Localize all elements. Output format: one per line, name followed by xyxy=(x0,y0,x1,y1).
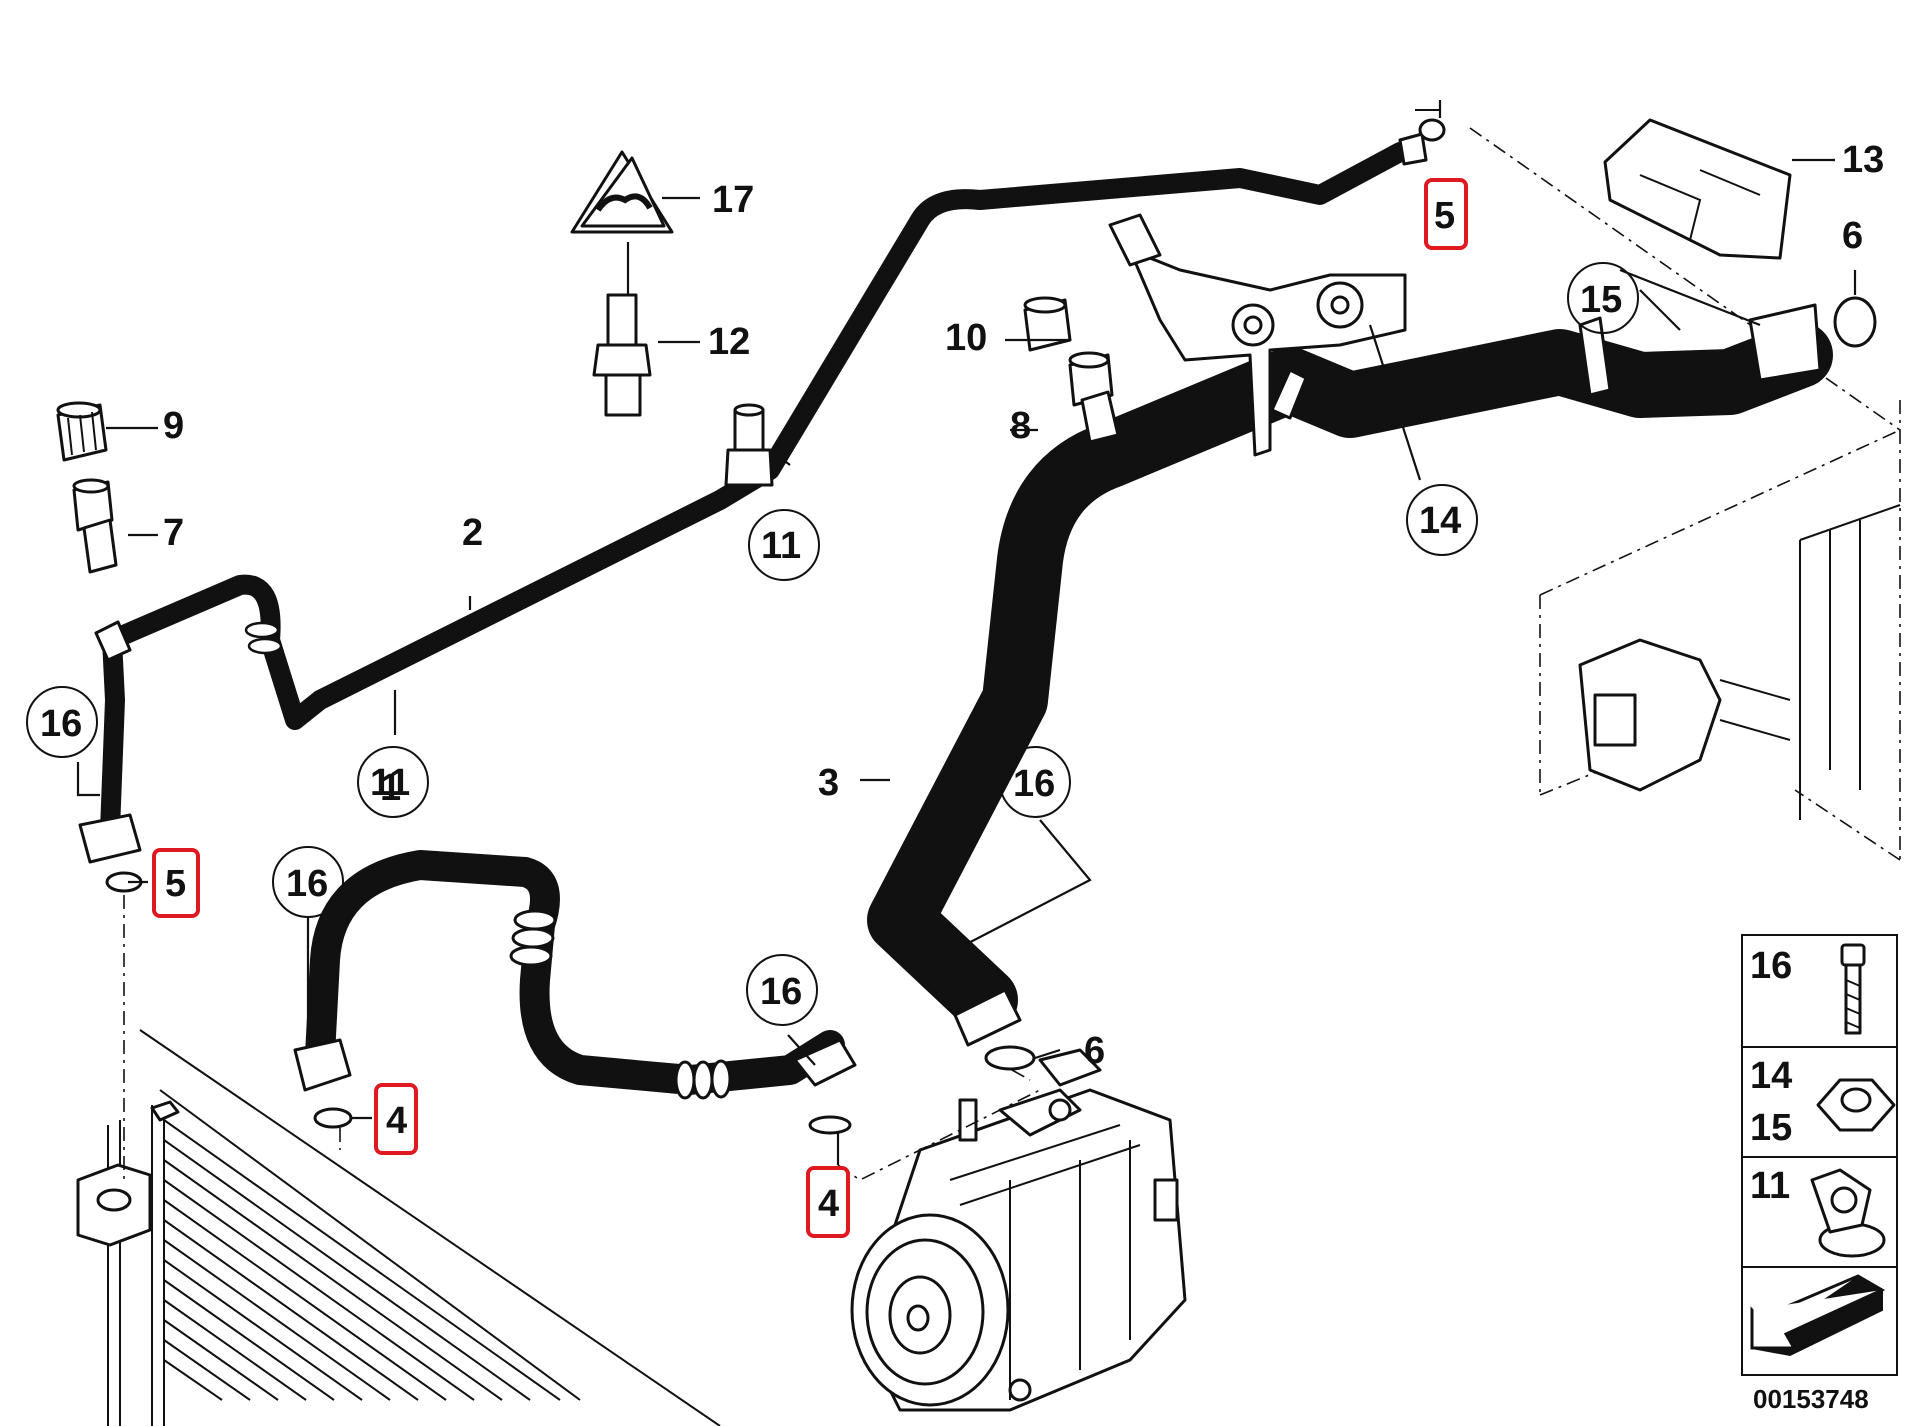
callout-11-lower: 11 xyxy=(370,762,410,804)
bolt-icon xyxy=(1840,943,1866,1035)
callout-11-upper: 11 xyxy=(761,525,801,567)
condenser xyxy=(76,1029,721,1426)
highlight-4-center xyxy=(806,1166,850,1238)
circled-callouts xyxy=(26,262,1639,1026)
callout-6-center: 6 xyxy=(1084,1030,1105,1072)
callout-3: 3 xyxy=(818,762,839,804)
diagram-number: 00153748 xyxy=(1753,1384,1869,1414)
clip-icon xyxy=(1810,1168,1886,1258)
callout-8: 8 xyxy=(1010,405,1031,447)
callout-16-center: 16 xyxy=(760,971,802,1013)
callout-2: 2 xyxy=(462,512,483,554)
callout-1: 1 xyxy=(380,767,401,809)
legend-label-15: 15 xyxy=(1750,1107,1792,1149)
callout-9: 9 xyxy=(163,405,184,447)
legend-label-14: 14 xyxy=(1750,1055,1792,1097)
highlight-4-left xyxy=(374,1083,418,1155)
part-12-pressure-sensor xyxy=(592,293,652,417)
callout-16-left: 16 xyxy=(40,703,82,745)
leader-lines xyxy=(76,100,1857,1181)
labels: 1 2 3 4 4 5 5 6 6 7 8 9 10 11 11 12 13 1… xyxy=(40,139,1884,1414)
callout-4-center: 4 xyxy=(818,1183,839,1225)
valve-block-detail xyxy=(1469,127,1901,861)
callout-6-right: 6 xyxy=(1842,215,1863,257)
nut-icon xyxy=(1816,1078,1896,1132)
legend-label-11: 11 xyxy=(1750,1165,1790,1207)
callout-14: 14 xyxy=(1419,500,1461,542)
callout-12: 12 xyxy=(708,321,750,363)
callout-13: 13 xyxy=(1842,139,1884,181)
callout-5-top: 5 xyxy=(1434,195,1455,237)
highlight-5-left xyxy=(152,848,200,918)
part-9-cap xyxy=(56,401,108,462)
service-valve xyxy=(724,403,774,487)
bracket-assembly xyxy=(1108,213,1407,457)
callout-4-left: 4 xyxy=(386,1100,407,1142)
callout-17: 17 xyxy=(712,179,754,221)
part-10-cap xyxy=(1023,296,1072,352)
legend-label-16: 16 xyxy=(1750,945,1792,987)
o-rings xyxy=(105,118,1877,1135)
highlight-5-top xyxy=(1424,178,1468,250)
highlight-boxes xyxy=(152,178,1468,1238)
callout-15: 15 xyxy=(1580,279,1622,321)
callout-5-left: 5 xyxy=(165,863,186,905)
part-8-valve xyxy=(1068,351,1120,444)
compressor xyxy=(850,1048,1187,1412)
callout-16-right: 16 xyxy=(1013,763,1055,805)
callout-10: 10 xyxy=(945,317,987,359)
part-17-warning-label xyxy=(570,150,674,234)
hose-3 xyxy=(867,303,1833,1047)
part-7-valve xyxy=(72,478,118,574)
callout-7: 7 xyxy=(163,512,184,554)
fastener-legend xyxy=(1741,934,1898,1376)
callout-16-hose1: 16 xyxy=(286,863,328,905)
hose-1 xyxy=(293,850,857,1100)
hose-2 xyxy=(78,132,1428,864)
orientation-arrow-icon xyxy=(1750,1274,1886,1357)
part-13-cover xyxy=(1603,118,1792,260)
